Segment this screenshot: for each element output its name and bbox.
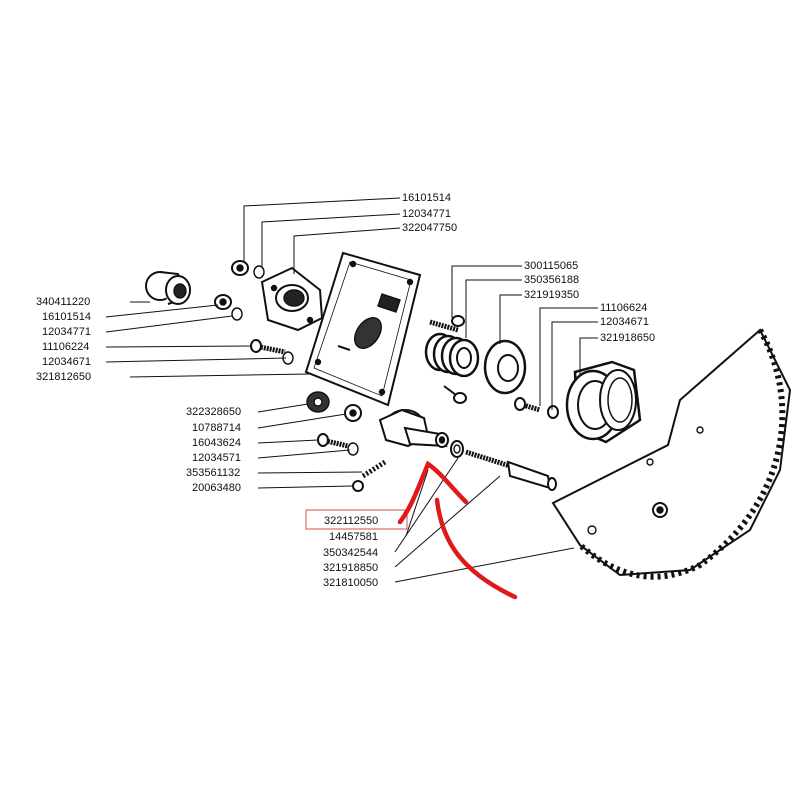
label-12034771-left: 12034771 <box>42 326 91 338</box>
shaft-assembly <box>378 385 467 458</box>
spring-stack <box>424 315 480 378</box>
label-12034771-top: 12034771 <box>402 208 451 220</box>
label-16043624: 16043624 <box>192 437 241 449</box>
label-11106224: 11106224 <box>42 341 89 353</box>
label-340411220: 340411220 <box>36 296 90 308</box>
bolt-and-washer <box>514 397 559 419</box>
label-12034671-left: 12034671 <box>42 356 91 368</box>
label-11106624: 11106624 <box>600 302 647 314</box>
label-321919350: 321919350 <box>524 289 579 301</box>
highlight-box <box>305 509 408 530</box>
bushing-and-screws <box>317 404 387 492</box>
gear-sector-plate <box>551 328 792 580</box>
red-stroke-left <box>397 460 469 525</box>
nuts-and-washers <box>214 260 294 365</box>
large-washer <box>483 339 527 395</box>
small-gear <box>306 391 330 413</box>
label-322328650: 322328650 <box>186 406 241 418</box>
label-353561132: 353561132 <box>186 467 240 479</box>
large-bearing-housing <box>565 360 642 444</box>
label-321918650: 321918650 <box>600 332 655 344</box>
label-322112550: 322112550 <box>324 515 378 527</box>
red-stroke-right <box>434 497 518 600</box>
bearing-flange <box>260 266 324 332</box>
label-12034671-right: 12034671 <box>600 316 649 328</box>
label-12034571: 12034571 <box>192 452 241 464</box>
label-350342544: 350342544 <box>323 547 378 559</box>
leader-lines <box>105 197 598 583</box>
part-labels: 16101514 12034771 322047750 340411220 16… <box>36 192 655 589</box>
parts-drawing <box>145 251 792 580</box>
label-14457581: 14457581 <box>329 531 378 543</box>
label-322047750: 322047750 <box>402 222 457 234</box>
long-pin <box>465 449 557 491</box>
mounting-plate <box>304 251 422 407</box>
label-16101514-left: 16101514 <box>42 311 91 323</box>
label-10788714: 10788714 <box>192 422 241 434</box>
label-300115065: 300115065 <box>524 260 578 272</box>
label-350356188: 350356188 <box>524 274 579 286</box>
label-321812650: 321812650 <box>36 371 91 383</box>
label-20063480: 20063480 <box>192 482 241 494</box>
label-321810050: 321810050 <box>323 577 378 589</box>
red-annotation <box>397 460 518 600</box>
label-16101514-top: 16101514 <box>402 192 451 204</box>
left-roller <box>145 271 191 305</box>
label-321918850: 321918850 <box>323 562 378 574</box>
